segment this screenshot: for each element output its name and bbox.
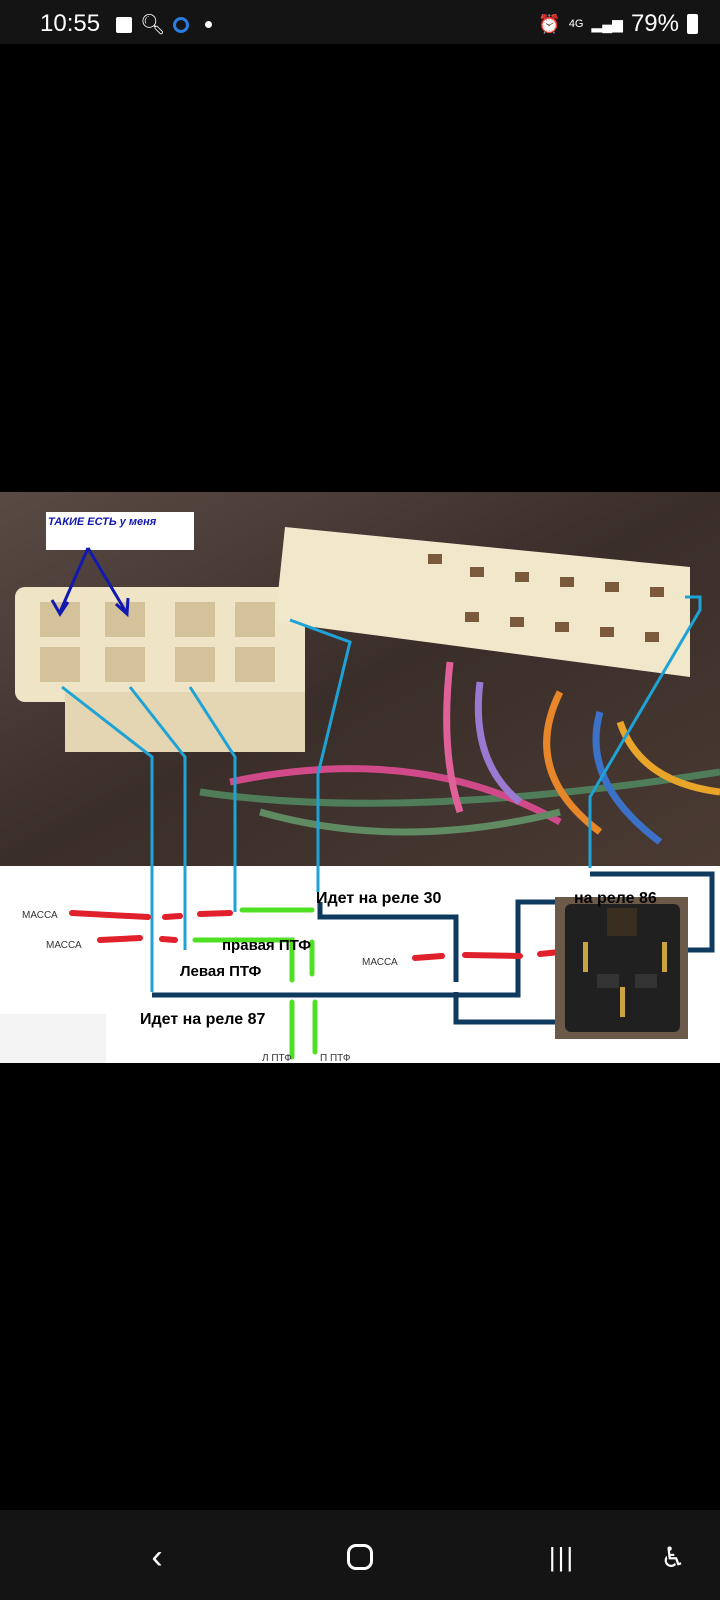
label-relay-30: Идет на реле 30 xyxy=(316,890,442,907)
back-button[interactable]: ‹ xyxy=(132,1532,182,1582)
label-relay-87: Идет на реле 87 xyxy=(140,1011,266,1028)
dot-icon xyxy=(205,21,213,28)
search-icon: 🔍︎ xyxy=(140,14,166,36)
callout-text: ТАКИЕ ЕСТЬ у меня xyxy=(48,516,157,528)
network-type: 4G xyxy=(568,18,584,30)
label-ground-1: МАССА xyxy=(22,910,58,921)
left-connector xyxy=(15,587,305,752)
browser-icon xyxy=(173,16,190,33)
label-right-fog-short: П ПТФ xyxy=(320,1053,351,1063)
image-viewer[interactable]: ТАКИЕ ЕСТЬ у меня xyxy=(0,44,720,1510)
watermark xyxy=(0,1014,106,1063)
wiring-diagram-image: ТАКИЕ ЕСТЬ у меня xyxy=(0,492,720,1063)
back-icon: ‹ xyxy=(151,1537,163,1576)
label-left-fog-short: Л ПТФ xyxy=(262,1053,292,1063)
battery-percent: 79% xyxy=(630,10,679,37)
label-right-fog: правая ПТФ xyxy=(222,937,311,954)
blue-wires xyxy=(61,595,702,992)
home-button[interactable] xyxy=(335,1532,385,1582)
alarm-icon: ⏰ xyxy=(538,13,561,34)
label-left-fog: Левая ПТФ xyxy=(180,963,262,980)
ground-wires xyxy=(69,910,563,961)
system-icons: ⏰ 4G ▂▄▆ 79% xyxy=(538,10,698,38)
arrow-icon xyxy=(50,547,130,618)
callout-box xyxy=(46,512,194,550)
signal-icon: ▂▄▆ xyxy=(591,15,623,32)
label-ground-2: МАССА xyxy=(46,940,82,951)
relay-image xyxy=(555,897,688,1039)
battery-icon xyxy=(687,14,698,34)
right-connector xyxy=(275,527,690,677)
wire-bundle xyxy=(199,661,720,845)
recents-icon: ||| xyxy=(548,1541,576,1572)
recents-button[interactable]: ||| xyxy=(537,1532,587,1582)
navigation-bar: ‹ ||| ♿︎ xyxy=(0,1510,720,1600)
home-icon xyxy=(347,1544,373,1570)
accessibility-icon: ♿︎ xyxy=(660,1541,686,1573)
clock: 10:55 xyxy=(40,10,101,37)
status-bar: 10:55 🔍︎ ⏰ 4G ▂▄▆ 79% xyxy=(0,0,720,44)
label-relay-86: на реле 86 xyxy=(574,890,657,907)
label-ground-3: МАССА xyxy=(362,957,398,968)
fog-light-wires xyxy=(192,907,318,1060)
gallery-icon xyxy=(116,16,132,33)
accessibility-button[interactable]: ♿︎ xyxy=(648,1532,698,1582)
notification-icons: 🔍︎ xyxy=(116,12,213,37)
